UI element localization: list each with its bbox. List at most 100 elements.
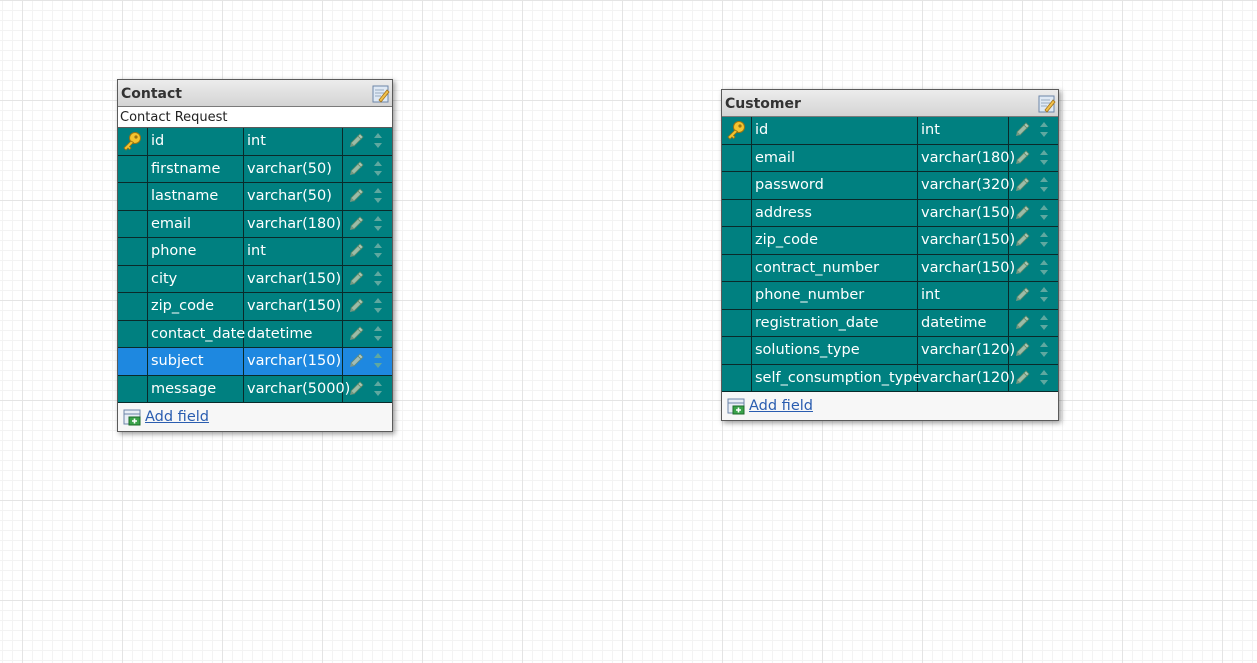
pencil-icon[interactable] xyxy=(348,352,364,368)
add-field-link[interactable]: Add field xyxy=(749,398,813,414)
field-type[interactable]: varchar(50) xyxy=(244,155,343,182)
field-name[interactable]: email xyxy=(752,144,918,171)
field-name[interactable]: self_consumption_type xyxy=(752,364,921,391)
field-name[interactable]: zip_code xyxy=(148,293,244,320)
field-type[interactable]: varchar(5000) xyxy=(244,375,350,402)
up-down-arrows-icon[interactable] xyxy=(1039,149,1049,166)
pencil-icon[interactable] xyxy=(1014,231,1030,247)
add-field-link[interactable]: Add field xyxy=(145,409,209,425)
table-header[interactable]: Customer xyxy=(722,90,1058,117)
up-down-arrows-icon[interactable] xyxy=(1039,121,1049,138)
up-down-arrows-icon[interactable] xyxy=(373,270,383,287)
up-down-arrows-icon[interactable] xyxy=(373,215,383,232)
field-type[interactable]: int xyxy=(918,282,1009,309)
up-down-arrows-icon[interactable] xyxy=(1039,176,1049,193)
field-name[interactable]: contract_number xyxy=(752,254,918,281)
field-type[interactable]: varchar(150) xyxy=(244,265,343,292)
field-type[interactable]: varchar(180) xyxy=(244,210,343,237)
up-down-arrows-icon[interactable] xyxy=(1039,204,1049,221)
field-type[interactable]: varchar(180) xyxy=(918,144,1015,171)
field-type[interactable]: varchar(150) xyxy=(244,348,343,375)
field-name[interactable]: registration_date xyxy=(752,309,918,336)
field-name[interactable]: email xyxy=(148,210,244,237)
pencil-icon[interactable] xyxy=(348,215,364,231)
up-down-arrows-icon[interactable] xyxy=(373,132,383,149)
field-name[interactable]: message xyxy=(148,375,244,402)
pencil-icon[interactable] xyxy=(348,297,364,313)
pencil-icon[interactable] xyxy=(1014,369,1030,385)
pencil-icon[interactable] xyxy=(348,187,364,203)
pencil-icon[interactable] xyxy=(348,380,364,396)
pencil-icon[interactable] xyxy=(1014,121,1030,137)
field-type[interactable]: int xyxy=(244,238,343,265)
field-type[interactable]: varchar(50) xyxy=(244,183,343,210)
field-type[interactable]: int xyxy=(244,128,343,155)
field-name[interactable]: subject xyxy=(148,348,244,375)
pencil-icon[interactable] xyxy=(1014,259,1030,275)
pencil-icon[interactable] xyxy=(1014,341,1030,357)
field-type[interactable]: varchar(150) xyxy=(918,199,1015,226)
up-down-arrows-icon[interactable] xyxy=(1039,314,1049,331)
field-name[interactable]: password xyxy=(752,172,918,199)
pencil-icon[interactable] xyxy=(1014,286,1030,302)
field-name[interactable]: city xyxy=(148,265,244,292)
field-name[interactable]: solutions_type xyxy=(752,337,918,364)
up-down-arrows-icon[interactable] xyxy=(1039,231,1049,248)
field-name[interactable]: phone xyxy=(148,238,244,265)
edit-table-icon[interactable] xyxy=(372,85,390,103)
pencil-icon[interactable] xyxy=(348,160,364,176)
pencil-icon[interactable] xyxy=(1014,176,1030,192)
add-field-icon[interactable] xyxy=(727,398,746,415)
field-type[interactable]: int xyxy=(918,117,1009,144)
field-name[interactable]: lastname xyxy=(148,183,244,210)
up-down-arrows-icon[interactable] xyxy=(373,160,383,177)
pencil-icon[interactable] xyxy=(348,270,364,286)
up-down-arrows-icon[interactable] xyxy=(373,352,383,369)
up-down-arrows-icon[interactable] xyxy=(373,187,383,204)
field-name[interactable]: id xyxy=(148,128,244,155)
pencil-icon[interactable] xyxy=(1014,314,1030,330)
field-type[interactable]: datetime xyxy=(244,320,343,347)
edit-table-icon[interactable] xyxy=(1038,95,1056,113)
pencil-icon[interactable] xyxy=(348,325,364,341)
field-name[interactable]: id xyxy=(752,117,918,144)
field-name[interactable]: firstname xyxy=(148,155,244,182)
up-down-arrows-icon[interactable] xyxy=(373,297,383,314)
field-name[interactable]: zip_code xyxy=(752,227,918,254)
field-type[interactable]: varchar(150) xyxy=(244,293,343,320)
up-down-arrows-icon[interactable] xyxy=(1039,369,1049,386)
up-down-arrows-icon[interactable] xyxy=(373,380,383,397)
add-field-icon[interactable] xyxy=(123,409,142,426)
pencil-icon[interactable] xyxy=(348,242,364,258)
up-down-arrows-icon[interactable] xyxy=(373,325,383,342)
pencil-icon[interactable] xyxy=(348,132,364,148)
up-down-arrows-icon[interactable] xyxy=(1039,259,1049,276)
field-name[interactable]: address xyxy=(752,199,918,226)
up-down-arrows-icon[interactable] xyxy=(373,242,383,259)
pencil-icon[interactable] xyxy=(1014,204,1030,220)
up-down-arrows-icon[interactable] xyxy=(1039,286,1049,303)
field-type[interactable]: varchar(150) xyxy=(918,254,1015,281)
table-header[interactable]: Contact xyxy=(118,80,392,107)
field-type[interactable]: varchar(120) xyxy=(918,337,1015,364)
field-type[interactable]: datetime xyxy=(918,309,1009,336)
